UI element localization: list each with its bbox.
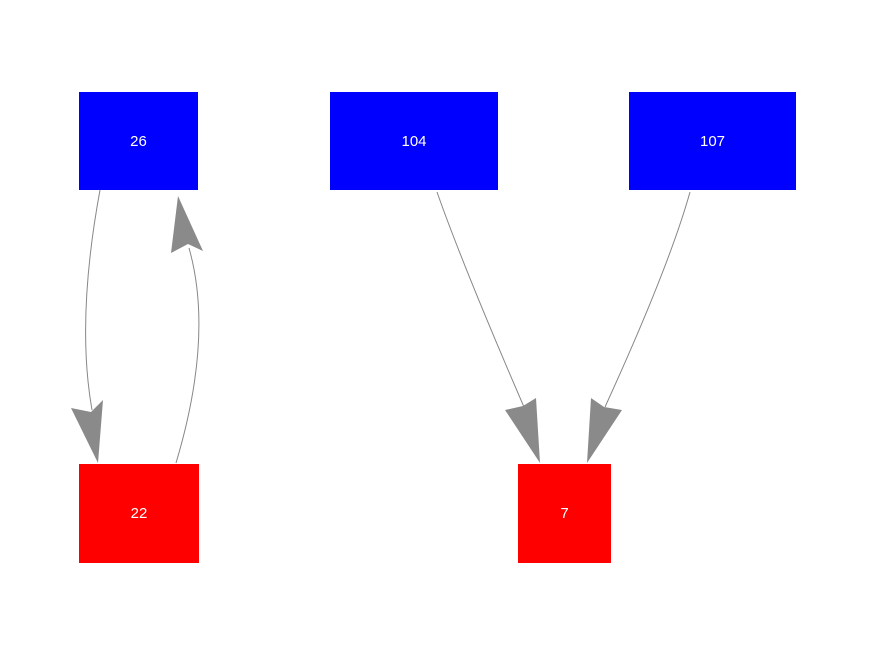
edge-22-26-line (175, 247, 200, 464)
edge-104-7-arrowhead-icon (505, 398, 540, 463)
node-22: 22 (79, 464, 199, 563)
edge-26-22-arrowhead-icon (71, 400, 103, 463)
edge-26-22-line (85, 189, 101, 411)
edge-107-7-line (604, 191, 691, 408)
node-26-label: 26 (130, 132, 147, 150)
node-26: 26 (79, 92, 198, 190)
node-104: 104 (330, 92, 498, 190)
node-107-label: 107 (699, 132, 726, 150)
edge-107-7-arrowhead-icon (587, 398, 622, 463)
node-22-label: 22 (130, 505, 148, 522)
edge-22-26-arrowhead-icon (171, 196, 203, 253)
node-7: 7 (518, 464, 611, 563)
node-104-label: 104 (401, 132, 427, 150)
edge-104-7-line (436, 191, 525, 408)
node-107: 107 (629, 92, 796, 190)
node-7-label: 7 (560, 505, 569, 522)
